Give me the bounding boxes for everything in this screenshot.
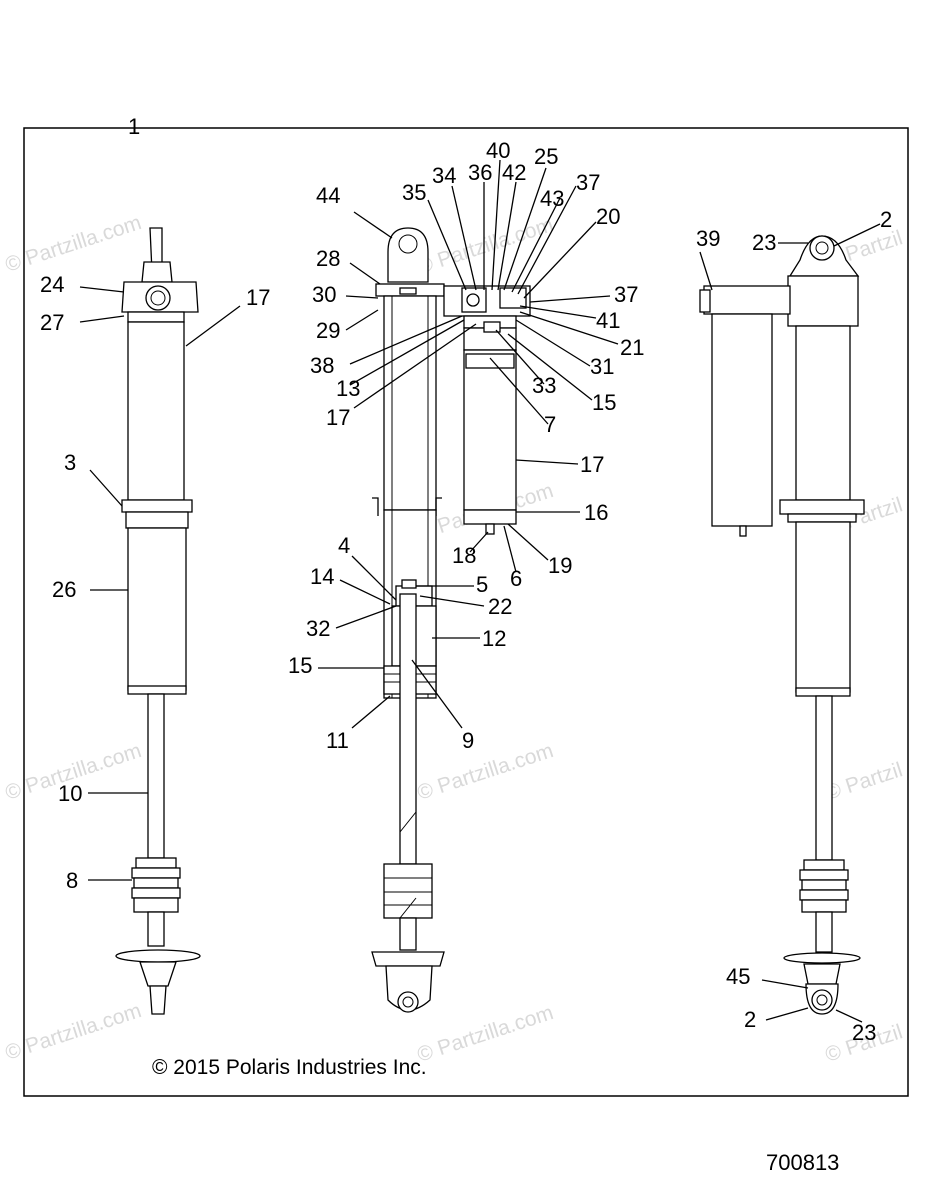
callout-25: 25 xyxy=(534,144,558,169)
callout-2: 2 xyxy=(880,207,892,232)
callout-15: 15 xyxy=(592,390,616,415)
callout-10: 10 xyxy=(58,781,82,806)
watermark: © Partzil xyxy=(822,758,905,804)
callout-37: 37 xyxy=(576,170,600,195)
callout-32: 32 xyxy=(306,616,330,641)
left-shock-assembly xyxy=(115,227,201,1015)
callout-23: 23 xyxy=(852,1020,876,1045)
callout-26: 26 xyxy=(52,577,76,602)
callout-33: 33 xyxy=(532,373,556,398)
callout-3: 3 xyxy=(64,450,76,475)
callout-39: 39 xyxy=(696,226,720,251)
callout-34: 34 xyxy=(432,163,456,188)
callout-23: 23 xyxy=(752,230,776,255)
leader-lines xyxy=(79,159,881,1023)
callout-24: 24 xyxy=(40,272,64,297)
callout-19: 19 xyxy=(548,553,572,578)
callout-7: 7 xyxy=(544,412,556,437)
callout-1: 1 xyxy=(128,114,140,139)
callout-9: 9 xyxy=(462,728,474,753)
part-number: 700813 xyxy=(766,1150,839,1175)
callout-29: 29 xyxy=(316,318,340,343)
callout-27: 27 xyxy=(40,310,64,335)
callout-35: 35 xyxy=(402,180,426,205)
callout-15: 15 xyxy=(288,653,312,678)
callout-8: 8 xyxy=(66,868,78,893)
callout-17: 17 xyxy=(326,405,350,430)
callout-22: 22 xyxy=(488,594,512,619)
callout-16: 16 xyxy=(584,500,608,525)
callout-14: 14 xyxy=(310,564,334,589)
callout-40: 40 xyxy=(486,138,510,163)
callout-38: 38 xyxy=(310,353,334,378)
callout-18: 18 xyxy=(452,543,476,568)
callout-42: 42 xyxy=(502,160,526,185)
watermark: © Partzilla.com xyxy=(414,739,556,805)
callout-2: 2 xyxy=(744,1007,756,1032)
callout-5: 5 xyxy=(476,572,488,597)
callout-43: 43 xyxy=(540,186,564,211)
callout-17: 17 xyxy=(246,285,270,310)
watermark: © Partzilla.com xyxy=(414,1001,556,1067)
callout-36: 36 xyxy=(468,160,492,185)
middle-shock-cutaway xyxy=(371,227,531,1013)
callout-12: 12 xyxy=(482,626,506,651)
callouts: 1 24 27 17 3 26 10 8 44 35 34 36 40 42 2… xyxy=(40,114,892,1045)
callout-41: 41 xyxy=(596,308,620,333)
right-shock-assembly xyxy=(699,235,865,1015)
callout-4: 4 xyxy=(338,533,350,558)
callout-20: 20 xyxy=(596,204,620,229)
callout-17: 17 xyxy=(580,452,604,477)
callout-6: 6 xyxy=(510,566,522,591)
callout-13: 13 xyxy=(336,376,360,401)
callout-30: 30 xyxy=(312,282,336,307)
callout-45: 45 xyxy=(726,964,750,989)
callout-37: 37 xyxy=(614,282,638,307)
diagram-frame xyxy=(23,127,909,1097)
copyright-notice: © 2015 Polaris Industries Inc. xyxy=(152,1056,427,1079)
callout-21: 21 xyxy=(620,335,644,360)
callout-28: 28 xyxy=(316,246,340,271)
callout-31: 31 xyxy=(590,354,614,379)
callout-44: 44 xyxy=(316,183,340,208)
callout-11: 11 xyxy=(326,728,349,753)
